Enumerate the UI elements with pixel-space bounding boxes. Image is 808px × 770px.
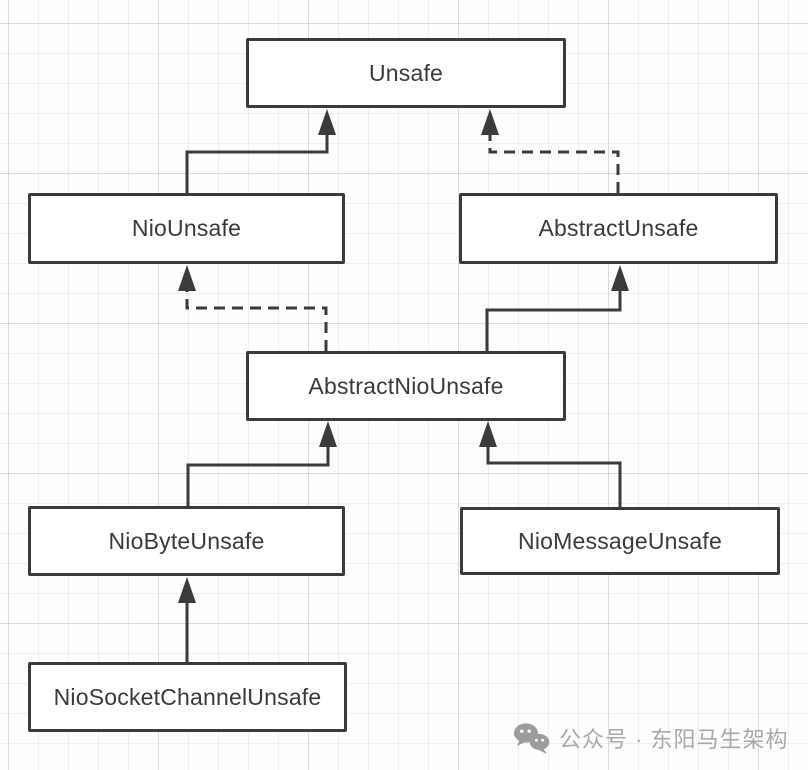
node-label: AbstractNioUnsafe — [308, 372, 504, 399]
edge-nio-unsafe-to-unsafe — [185, 135, 329, 193]
watermark: 公众号 · 东阳马生架构 — [513, 716, 789, 760]
node-unsafe: Unsafe — [246, 38, 566, 108]
node-nio-unsafe: NioUnsafe — [28, 193, 345, 264]
node-abstract-nio-unsafe: AbstractNioUnsafe — [246, 351, 566, 421]
arrowhead-abstract-nio-unsafe-to-abstract-unsafe — [611, 265, 629, 291]
edge-abstract-nio-unsafe-to-abstract-unsafe — [485, 291, 622, 351]
arrowhead-nio-socket-channel-unsafe-to-nio-byte-unsafe — [178, 577, 196, 603]
arrowhead-abstract-unsafe-to-unsafe — [481, 109, 499, 135]
watermark-text: 公众号 · 东阳马生架构 — [559, 727, 789, 752]
node-nio-socket-channel-unsafe: NioSocketChannelUnsafe — [28, 662, 347, 732]
node-label: NioByteUnsafe — [108, 527, 265, 554]
wechat-icon — [513, 722, 550, 755]
node-label: NioUnsafe — [131, 215, 242, 241]
node-abstract-unsafe: AbstractUnsafe — [459, 193, 778, 264]
edge-abstract-unsafe-to-unsafe — [488, 135, 620, 193]
arrowhead-nio-byte-unsafe-to-abstract-nio-unsafe — [319, 421, 337, 447]
edge-abstract-nio-unsafe-to-nio-unsafe — [185, 291, 328, 351]
node-label: Unsafe — [368, 59, 444, 86]
edge-nio-message-unsafe-to-abstract-nio-unsafe — [486, 447, 622, 507]
node-nio-byte-unsafe: NioByteUnsafe — [28, 506, 345, 576]
arrowhead-nio-unsafe-to-unsafe — [318, 109, 336, 135]
arrowhead-abstract-nio-unsafe-to-nio-unsafe — [178, 265, 196, 291]
node-label: AbstractUnsafe — [538, 215, 699, 241]
node-label: NioMessageUnsafe — [518, 527, 722, 554]
edge-nio-byte-unsafe-to-abstract-nio-unsafe — [186, 447, 330, 506]
arrowhead-nio-message-unsafe-to-abstract-nio-unsafe — [479, 421, 497, 447]
node-label: NioSocketChannelUnsafe — [53, 683, 322, 710]
node-nio-message-unsafe: NioMessageUnsafe — [460, 507, 780, 575]
